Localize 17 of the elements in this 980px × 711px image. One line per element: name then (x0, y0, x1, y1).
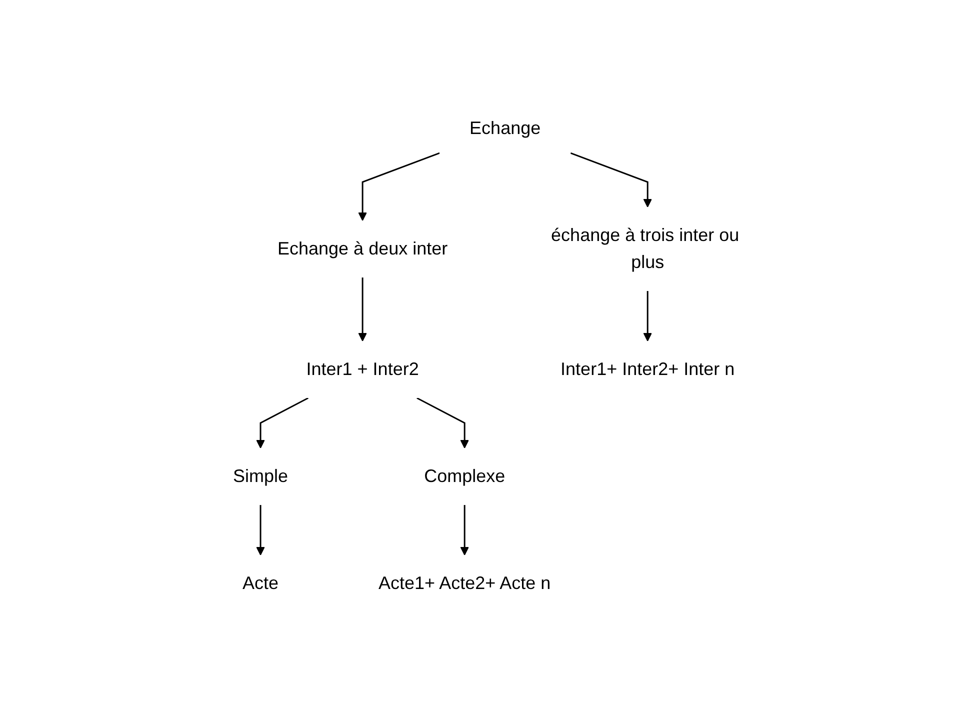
arrow (642, 290, 652, 341)
arrow (358, 152, 440, 220)
node-text: Acte1+ Acte2+ Acte n (378, 572, 550, 592)
node-text: Inter1 + Inter2 (306, 358, 419, 378)
arrow (570, 152, 652, 207)
arrow (256, 396, 308, 448)
node-text: Echange à deux inter (277, 238, 448, 258)
node-text: Simple (232, 465, 288, 486)
arrow (358, 277, 367, 341)
node-text: Complexe (424, 465, 505, 486)
node-text: Echange (469, 118, 540, 138)
arrow (256, 504, 265, 555)
node-text: Acte (242, 572, 278, 592)
arrow (460, 504, 469, 555)
node-text: Inter1+ Inter2+ Inter n (560, 358, 734, 378)
node-text: échange à trois inter ou plus (550, 224, 739, 272)
arrow (416, 396, 469, 448)
